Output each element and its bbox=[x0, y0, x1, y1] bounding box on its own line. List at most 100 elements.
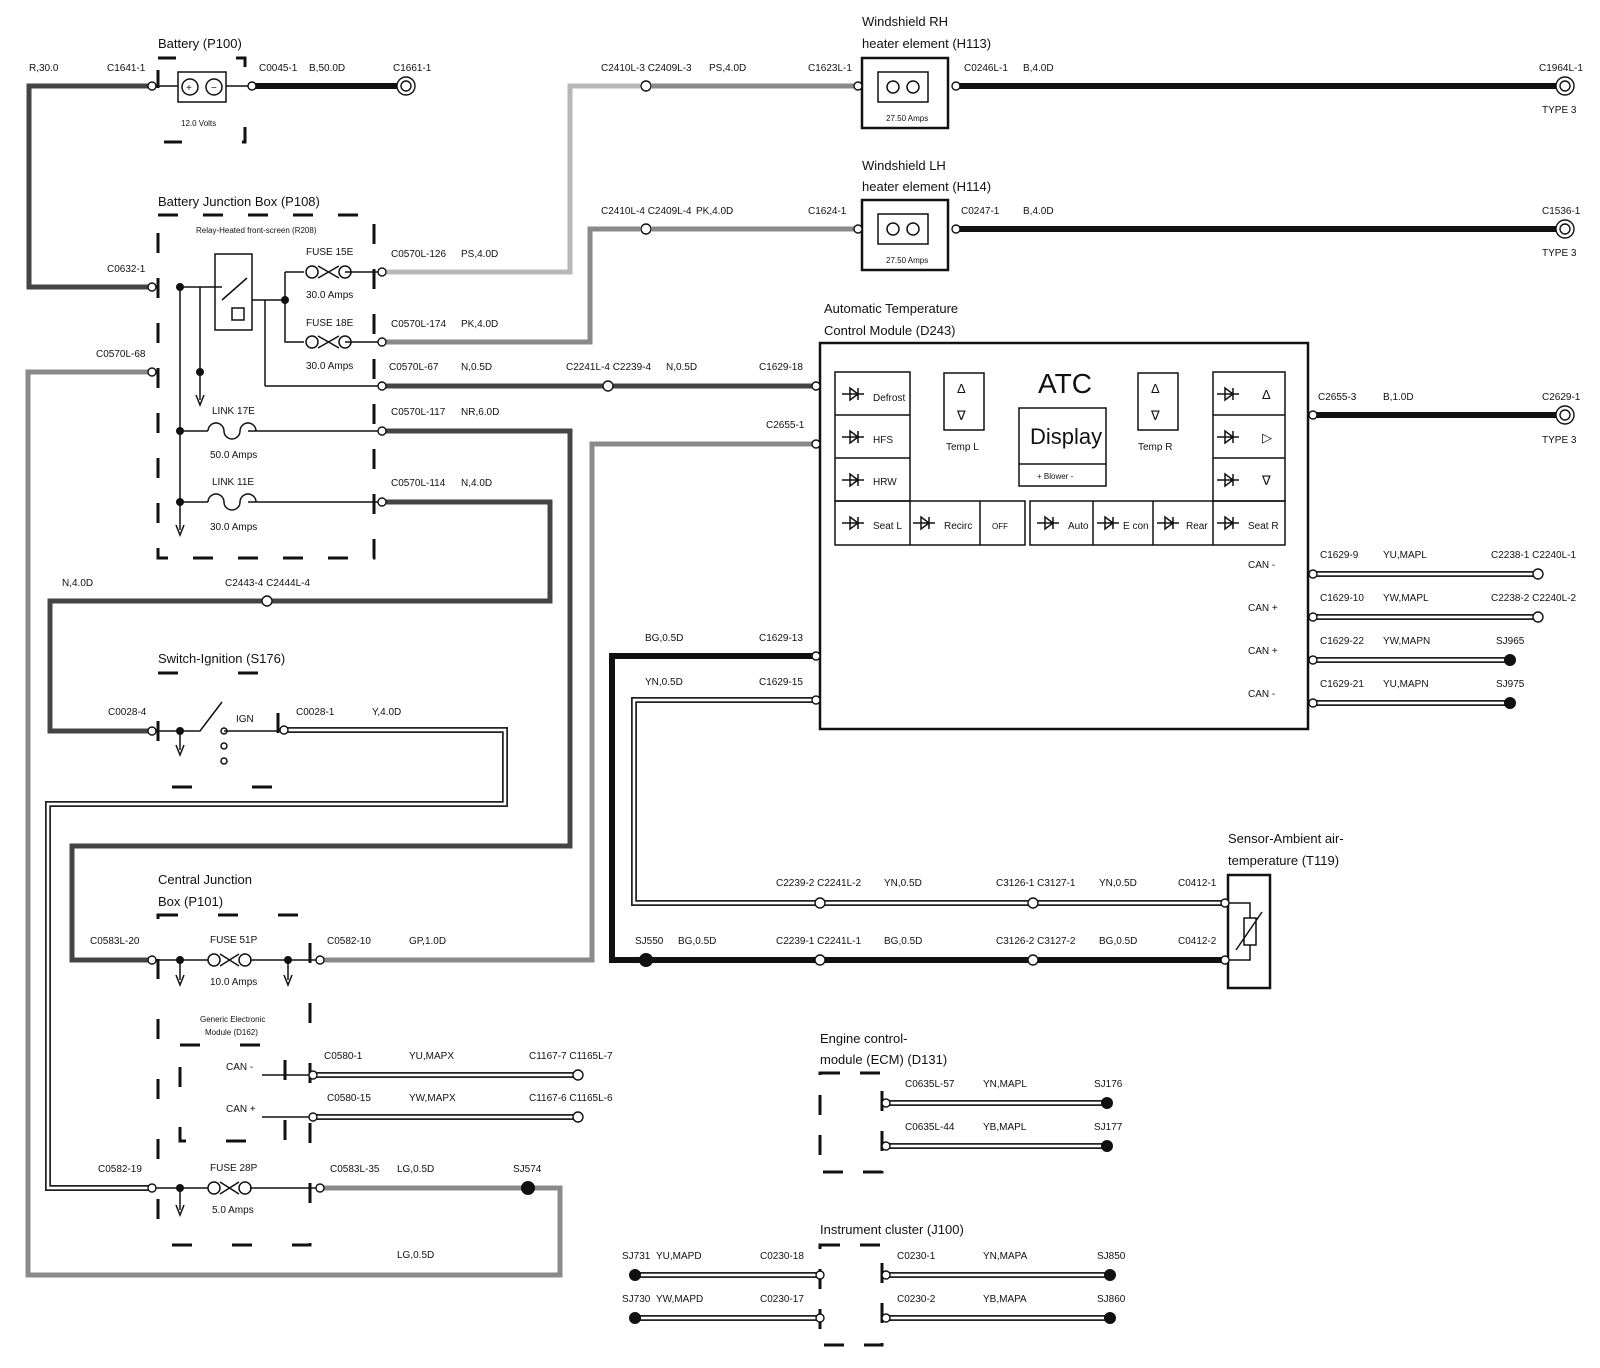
svg-text:temperature (T119): temperature (T119) bbox=[1228, 853, 1339, 868]
link-17e: LINK 17E 50.0 Amps bbox=[207, 406, 257, 461]
wire-yn05-inner bbox=[632, 698, 1225, 905]
svg-text:YU,MAPX: YU,MAPX bbox=[409, 1051, 454, 1062]
svg-text:+: + bbox=[186, 83, 192, 94]
svg-text:PS,4.0D: PS,4.0D bbox=[461, 249, 498, 260]
svg-text:SJ975: SJ975 bbox=[1496, 679, 1525, 690]
svg-text:C1624-1: C1624-1 bbox=[808, 206, 847, 217]
svg-text:B,4.0D: B,4.0D bbox=[1023, 206, 1054, 217]
generic-electronic-module: Generic Electronic Module (D162) CAN - C… bbox=[178, 1015, 313, 1143]
svg-text:SJ730: SJ730 bbox=[622, 1294, 651, 1305]
wire-c0570l68 bbox=[25, 369, 563, 1278]
fuse-28p: FUSE 28P 5.0 Amps bbox=[207, 1163, 258, 1216]
windshield-rh: Windshield RH heater element (H113) 27.5… bbox=[860, 14, 991, 130]
svg-text:YW,MAPD: YW,MAPD bbox=[656, 1294, 703, 1305]
svg-text:LG,0.5D: LG,0.5D bbox=[397, 1164, 434, 1175]
wires bbox=[25, 83, 1560, 1321]
svg-text:BG,0.5D: BG,0.5D bbox=[678, 936, 716, 947]
windshield-lh: Windshield LH heater element (H114) 27.5… bbox=[860, 158, 991, 272]
svg-text:HFS: HFS bbox=[873, 435, 893, 446]
svg-text:SJ965: SJ965 bbox=[1496, 636, 1525, 647]
svg-text:Seat L: Seat L bbox=[873, 521, 902, 532]
svg-text:N,4.0D: N,4.0D bbox=[62, 578, 93, 589]
atc-heading: ATC bbox=[1038, 368, 1092, 399]
wire-n40 bbox=[272, 499, 553, 604]
svg-text:C0583L-35: C0583L-35 bbox=[330, 1164, 380, 1175]
svg-text:C2239-1 C2241L-1: C2239-1 C2241L-1 bbox=[776, 936, 861, 947]
svg-text:PK,4.0D: PK,4.0D bbox=[696, 206, 733, 217]
svg-text:C0635L-57: C0635L-57 bbox=[905, 1079, 955, 1090]
svg-text:SJ176: SJ176 bbox=[1094, 1079, 1123, 1090]
engine-control-module: Engine control- module (ECM) (D131) bbox=[818, 1031, 947, 1174]
wire-pk40-a bbox=[382, 226, 640, 345]
svg-text:C0230-1: C0230-1 bbox=[897, 1251, 936, 1262]
svg-text:C3126-2 C3127-2: C3126-2 C3127-2 bbox=[996, 936, 1076, 947]
svg-text:C0582-10: C0582-10 bbox=[327, 936, 371, 947]
svg-text:∇: ∇ bbox=[1261, 473, 1271, 488]
svg-text:CAN -: CAN - bbox=[1248, 560, 1275, 571]
svg-text:C1629-22: C1629-22 bbox=[1320, 636, 1364, 647]
svg-text:C1629-10: C1629-10 bbox=[1320, 593, 1364, 604]
svg-text:E con: E con bbox=[1123, 521, 1149, 532]
svg-text:YW,MAPN: YW,MAPN bbox=[1383, 636, 1430, 647]
svg-text:30.0 Amps: 30.0 Amps bbox=[210, 522, 257, 533]
svg-text:C1167-6 C1165L-6: C1167-6 C1165L-6 bbox=[529, 1093, 613, 1104]
svg-text:HRW: HRW bbox=[873, 477, 897, 488]
svg-text:SJ850: SJ850 bbox=[1097, 1251, 1126, 1262]
svg-text:C2238-1 C2240L-1: C2238-1 C2240L-1 bbox=[1491, 550, 1576, 561]
fuse-18e: FUSE 18E 30.0 Amps bbox=[305, 318, 354, 372]
svg-text:SJ177: SJ177 bbox=[1094, 1122, 1123, 1133]
svg-text:C1629-21: C1629-21 bbox=[1320, 679, 1364, 690]
svg-text:C1623L-1: C1623L-1 bbox=[808, 63, 852, 74]
svg-text:Defrost: Defrost bbox=[873, 393, 905, 404]
svg-text:C0230-2: C0230-2 bbox=[897, 1294, 936, 1305]
wire-r30 bbox=[26, 83, 152, 290]
svg-text:C1661-1: C1661-1 bbox=[393, 63, 432, 74]
svg-text:LG,0.5D: LG,0.5D bbox=[397, 1250, 434, 1261]
svg-text:YW,MAPL: YW,MAPL bbox=[1383, 593, 1429, 604]
svg-text:CAN +: CAN + bbox=[1248, 646, 1278, 657]
svg-text:50.0 Amps: 50.0 Amps bbox=[210, 450, 257, 461]
svg-text:Engine control-: Engine control- bbox=[820, 1031, 907, 1046]
svg-text:C2655-1: C2655-1 bbox=[766, 420, 805, 431]
svg-text:C0570L-67: C0570L-67 bbox=[389, 362, 439, 373]
svg-text:C1629-18: C1629-18 bbox=[759, 362, 803, 373]
svg-text:30.0 Amps: 30.0 Amps bbox=[306, 361, 353, 372]
svg-text:YN,0.5D: YN,0.5D bbox=[1099, 878, 1137, 889]
svg-text:YU,MAPN: YU,MAPN bbox=[1383, 679, 1429, 690]
svg-text:Temp R: Temp R bbox=[1138, 442, 1172, 453]
svg-text:YU,MAPL: YU,MAPL bbox=[1383, 550, 1427, 561]
svg-text:Box (P101): Box (P101) bbox=[158, 894, 223, 909]
svg-text:Central Junction: Central Junction bbox=[158, 872, 252, 887]
svg-text:SJ860: SJ860 bbox=[1097, 1294, 1126, 1305]
svg-text:IGN: IGN bbox=[236, 714, 254, 725]
svg-text:Δ: Δ bbox=[1151, 381, 1160, 396]
svg-text:Display: Display bbox=[1030, 424, 1102, 449]
svg-text:Seat R: Seat R bbox=[1248, 521, 1279, 532]
svg-text:C0570L-174: C0570L-174 bbox=[391, 319, 446, 330]
wire-n40-b bbox=[47, 598, 262, 734]
svg-text:YN,MAPL: YN,MAPL bbox=[983, 1079, 1027, 1090]
svg-text:27.50 Amps: 27.50 Amps bbox=[886, 114, 928, 123]
svg-text:heater element (H113): heater element (H113) bbox=[862, 36, 991, 51]
svg-text:BG,0.5D: BG,0.5D bbox=[645, 633, 683, 644]
svg-text:YN,0.5D: YN,0.5D bbox=[645, 677, 683, 688]
battery: +− Battery (P100) 12.0 Volts bbox=[152, 36, 252, 144]
wire-nr60 bbox=[69, 428, 573, 963]
led-icons bbox=[842, 386, 1239, 531]
svg-text:TYPE 3: TYPE 3 bbox=[1542, 435, 1577, 446]
connectors bbox=[147, 76, 1575, 1324]
svg-text:C1964L-1: C1964L-1 bbox=[1539, 63, 1583, 74]
svg-text:C2655-3: C2655-3 bbox=[1318, 392, 1357, 403]
svg-text:YW,MAPX: YW,MAPX bbox=[409, 1093, 456, 1104]
svg-text:∇: ∇ bbox=[956, 408, 966, 423]
svg-text:C1629-15: C1629-15 bbox=[759, 677, 803, 688]
svg-text:C0570L-126: C0570L-126 bbox=[391, 249, 446, 260]
svg-text:SJ731: SJ731 bbox=[622, 1251, 651, 1262]
ambient-air-temperature-sensor: Sensor-Ambient air- temperature (T119) bbox=[1225, 831, 1344, 990]
svg-text:B,4.0D: B,4.0D bbox=[1023, 63, 1054, 74]
fuse-51p: FUSE 51P 10.0 Amps bbox=[207, 935, 258, 988]
svg-text:PS,4.0D: PS,4.0D bbox=[709, 63, 746, 74]
svg-text:B,50.0D: B,50.0D bbox=[309, 63, 345, 74]
svg-text:C0045-1: C0045-1 bbox=[259, 63, 298, 74]
